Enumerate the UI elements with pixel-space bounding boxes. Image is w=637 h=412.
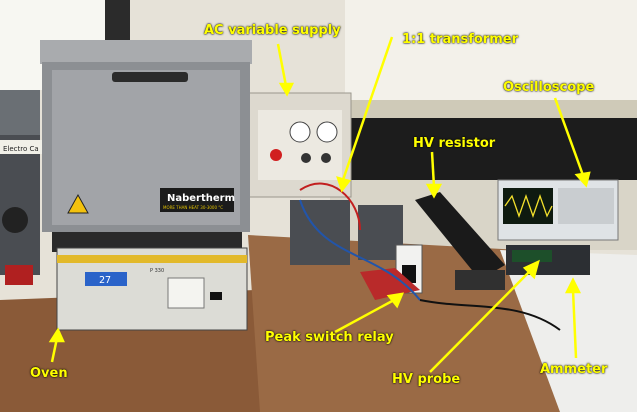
left-machine-knob [2,207,28,233]
label-oscilloscope: Oscilloscope [503,80,595,95]
label-oven: Oven [30,366,68,381]
window-shade [0,90,40,135]
brand-plate [160,188,234,212]
ac-supply-panel [258,110,342,180]
meter-1 [289,121,311,143]
controller-bar [57,255,247,263]
controller-model: P 330 [150,268,164,274]
controller-display [85,272,127,286]
hv-resistor-rail [455,270,505,290]
left-machine-red [5,265,33,285]
right-window-frame [330,100,637,118]
left-machine [0,135,40,275]
hv-probe [360,268,420,300]
warning-icon [67,193,89,214]
brand-name: Nabertherm [167,193,235,204]
hv-resistor [415,192,505,280]
right-counter [500,250,637,412]
cable-blue [299,199,421,301]
red-button [270,149,282,161]
controller-switch [210,292,222,300]
oven-handle [112,72,188,82]
right-wall-panel [330,118,637,180]
annotation-arrows [48,36,591,373]
knob [301,153,311,163]
label-hv-probe: HV probe [392,372,461,387]
side-sign-bg [0,140,42,154]
side-sign: Electro Ca [3,145,39,153]
waveform [504,194,553,218]
label-ac-variable-supply: AC variable supply [204,23,341,38]
label-ammeter: Ammeter [540,362,608,377]
controller-readout: 27 [99,275,111,286]
ammeter-display [512,250,552,262]
controller-keypad [167,277,205,309]
oven-base-frame [52,232,242,252]
oscilloscope-controls [558,188,614,224]
label-hv-resistor: HV resistor [413,136,496,151]
oven-top [40,40,252,64]
brand-sub: MORE THAN HEAT 30-3000 °C [163,205,223,210]
label-peak-switch-relay: Peak switch relay [265,330,394,345]
label-transformer: 1:1 transformer [402,32,518,47]
oscilloscope-screen [503,188,553,224]
knob-2 [321,153,331,163]
meter-2 [316,121,338,143]
